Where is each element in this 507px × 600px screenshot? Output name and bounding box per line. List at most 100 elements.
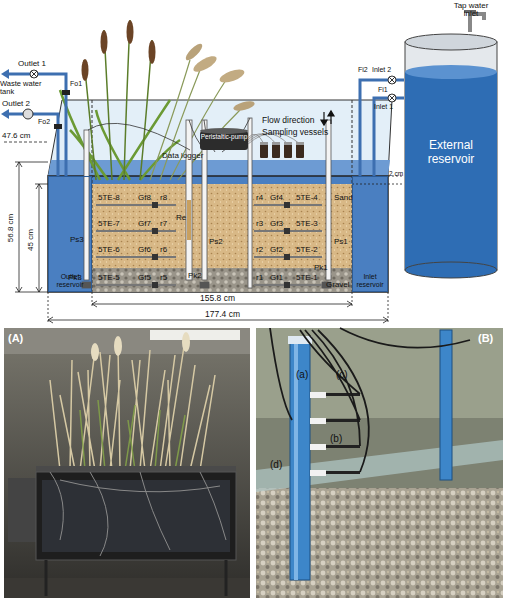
inlet-reservoir-band: Inlet reservoir [352,176,388,292]
plant-part [127,20,134,44]
part-label: Sand [334,194,353,202]
part-label: Outlet 2 [2,100,30,108]
photo-b-part [270,328,470,472]
part-label: 5TE-2 [296,246,318,254]
outlet-pipe-part [23,109,33,119]
photo-b [256,328,503,598]
inlet-pipe [360,80,404,176]
node-text: Peristaltic-pump [200,133,248,140]
photo-a-part [46,560,226,596]
part-label: Gf6 [138,246,151,254]
dimension-line-part [4,142,48,143]
photo-a-part [150,330,240,340]
pump-body: Peristaltic-pump [200,128,248,150]
plant-part [232,99,255,112]
photo-b-part [326,419,360,422]
part-label: r8 [160,194,167,202]
tank-bottom [405,262,497,278]
outlet-pipe-part [30,70,38,78]
sampling-vessel-part [284,144,292,158]
part-label: Gf4 [270,194,283,202]
flow-arrow-part [328,111,334,116]
part-label: Pk1 [314,264,328,272]
pump-casing [200,131,248,150]
part-label: Pk3 [68,274,82,282]
part-label: Outlet 1 [18,60,46,68]
photo-a-part [42,480,230,552]
photo-a-part [8,478,38,542]
photo-b-part [310,392,326,398]
outlet-pipe-part [54,124,62,129]
photo-a-part [91,343,99,361]
photo-a-part [4,578,250,598]
inlet-pipe [374,98,404,176]
sensor-probe-part [152,202,290,288]
part-label: 5TE-7 [98,220,120,228]
photo-b-part [326,445,360,448]
part-label: Tap water inlet [446,2,496,19]
flow-arrow-part [321,120,327,125]
part-label: Gf8 [138,194,151,202]
part-label: Re [176,214,186,222]
logger-cable [88,118,250,152]
part-label: (b) [330,434,342,445]
photo-b-part [440,330,452,480]
outlet-pipe [1,69,70,176]
photo-a-part [36,472,236,560]
photo-a-part [4,328,250,354]
water-surface [405,65,497,79]
part-label: 155.8 cm [200,294,235,303]
tank-lid [405,34,497,50]
sampling-vessel-part [260,144,268,158]
photo-b-part [310,418,326,424]
part-label: 56.8 cm [7,214,15,242]
tank [48,100,392,292]
part-label: r6 [160,246,167,254]
part-label: 45 cm [27,229,35,251]
outlet-pipe-part [1,109,9,119]
part-label: Inlet 2 [372,66,391,73]
inlet-valve-part [389,77,395,83]
part-label: (c) [336,370,348,381]
sampling-tube-part [326,120,331,280]
reservoir-cylinder: External reservoir [404,32,498,280]
plant-part [60,90,180,180]
part-label: (B) [478,333,493,345]
inlet-valve [388,76,396,102]
part-label: r3 [256,220,263,228]
part-label: Ps1 [334,238,348,246]
photo-a-part [50,472,226,556]
sampling-vessel-part [272,144,280,158]
sampling-tube-part [186,120,192,280]
part-label: Ps2 [209,238,223,246]
dimension-line-part [15,162,48,292]
dimension-line-part [48,304,388,320]
part-label: 5TE-8 [98,194,120,202]
photo-b-part [326,393,360,396]
sensor-probe-part [96,205,322,285]
outlet-pipe-part [8,74,66,176]
part-label: (a) [296,370,308,381]
sampling-vessel-part [296,144,304,158]
dimension-line-part [352,176,402,184]
photo-a-part [50,340,215,470]
plant-part [101,30,108,54]
part-label: Inlet 1 [374,103,393,110]
inlet-valve-part [389,95,395,101]
part-label: (d) [270,460,282,471]
sensor-probe [96,202,322,288]
part-label: 5TE-6 [98,246,120,254]
tank-part [92,268,352,292]
part-label: Fi2 [358,66,368,73]
part-label: r1 [256,274,263,282]
node-text: External reservoir [404,138,498,166]
node-text: Inlet reservoir [353,273,387,289]
part-label: 5TE-4 [296,194,318,202]
part-label: Gf5 [138,274,151,282]
tank-water [405,72,497,270]
part-label: 47.6 cm [2,132,30,140]
